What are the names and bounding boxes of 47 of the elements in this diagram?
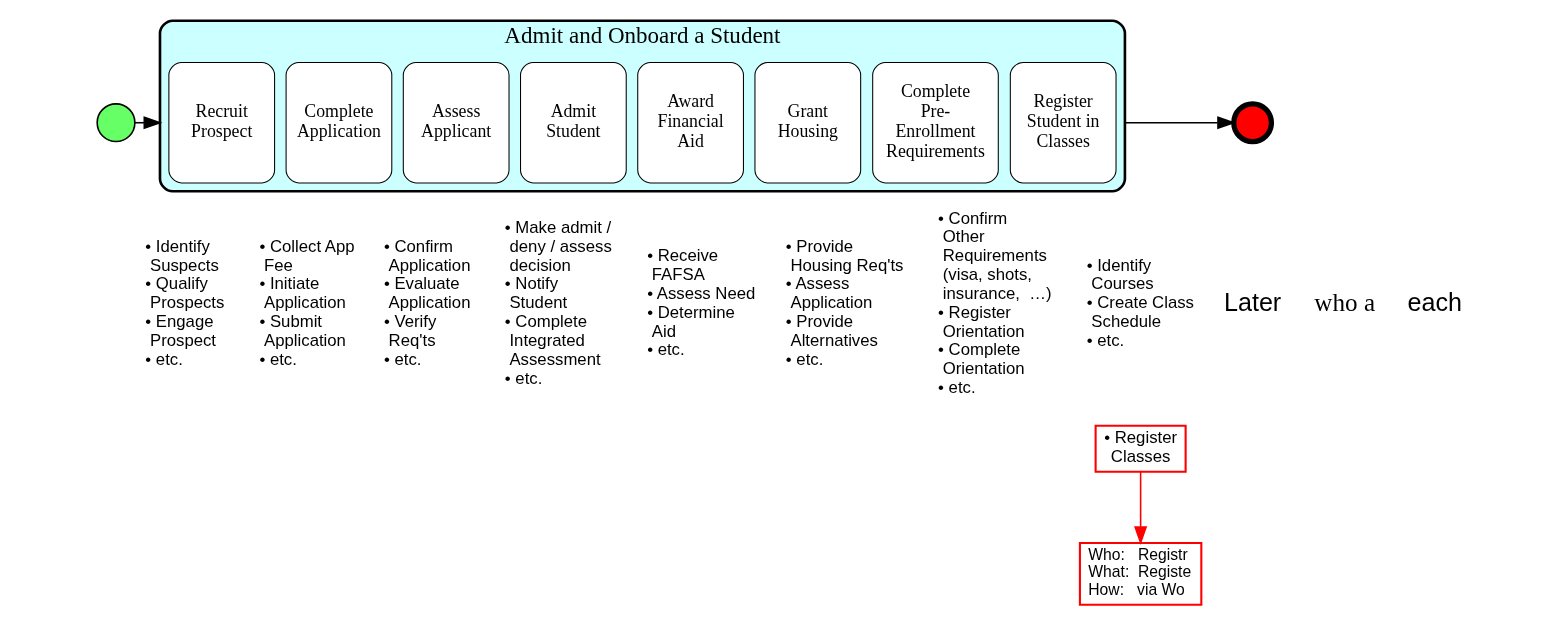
node-label: • Determine Aid	[647, 302, 735, 341]
node-box: Recruit Prospect	[168, 62, 276, 184]
node-circle	[1231, 101, 1275, 145]
node-label: • Complete Integrated Assessment	[504, 312, 601, 369]
arrow	[1134, 471, 1148, 546]
node-box: Award Financial Aid	[637, 62, 744, 184]
node-box: Grant Housing	[754, 62, 862, 184]
node-label: • Qualify Prospects	[145, 274, 225, 313]
node-label: • Make admit / deny / assess decision	[504, 217, 612, 275]
node-label: • etc.	[383, 349, 422, 369]
node-circle	[96, 103, 136, 143]
node-label: • etc.	[145, 349, 183, 369]
node-box: • Register Classes	[1094, 424, 1187, 473]
node-label: • Assess Need	[647, 283, 756, 303]
node-label: • Submit Application	[259, 312, 346, 350]
node-label: • etc.	[785, 349, 824, 369]
label: each	[1407, 287, 1462, 316]
node-box: Complete Pre-Enrollment Requirements	[872, 62, 999, 184]
node-label: • Collect App Fee	[259, 236, 355, 275]
node-label: • Identify Courses	[1086, 255, 1154, 294]
label: Later	[1223, 287, 1282, 316]
node-label: • Engage Prospect	[145, 312, 217, 350]
label: who a	[1314, 288, 1376, 316]
node-label: • Create Class Schedule	[1086, 293, 1194, 332]
node-label: • Assess Application	[785, 274, 873, 313]
node-box: Complete Application	[285, 62, 393, 184]
node-label: • Provide Alternatives	[785, 312, 878, 350]
node-box: Who: Registr What: Registe How: via Wo	[1078, 541, 1203, 606]
node-label: • etc.	[1086, 330, 1125, 350]
node-label: • Confirm Application	[383, 236, 471, 275]
node-label: • Evaluate Application	[383, 274, 471, 313]
node-label: • Provide Housing Req'ts	[785, 236, 904, 275]
node-box: Assess Applicant	[402, 62, 510, 184]
node-label: • etc.	[647, 340, 685, 360]
node-label: • Register Orientation	[938, 302, 1025, 341]
node-label: • Identify Suspects	[145, 236, 219, 275]
node-label: • Notify Student	[504, 274, 568, 313]
node-label: • etc.	[504, 368, 543, 388]
node-box: Admit Student	[520, 62, 627, 184]
node-label: • Verify Req'ts	[383, 312, 437, 350]
node-box: Register Student in Classes	[1009, 62, 1117, 184]
node-label: • Initiate Application	[259, 274, 346, 313]
node-label: • Confirm Other Requirements (visa, shots, insurance, …)	[938, 208, 1052, 303]
node-label: • etc.	[938, 378, 976, 398]
node-label: • Receive FAFSA	[647, 246, 719, 285]
node-label: • Complete Orientation	[938, 340, 1025, 379]
node-label: • etc.	[259, 349, 297, 369]
